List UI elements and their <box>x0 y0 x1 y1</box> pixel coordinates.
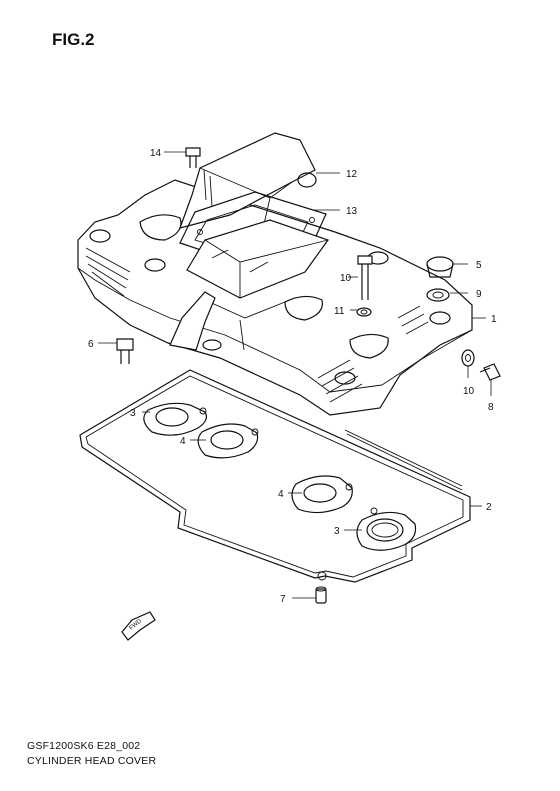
breather-cover <box>179 132 317 229</box>
washer-10-lower <box>461 349 475 367</box>
callout-7: 9 <box>476 289 482 300</box>
callout-5: 5 <box>476 260 482 271</box>
cover-bolt-seal-5 <box>426 256 454 278</box>
callout-12: 12 <box>346 169 358 180</box>
breather-cover-bolt-14 <box>185 147 201 168</box>
callout-10-upper: 11 <box>334 306 345 317</box>
cover-bolt-6 <box>116 338 134 364</box>
callout-3-lower: 3 <box>334 526 340 537</box>
union-bolt-9 <box>479 363 501 381</box>
fwd-arrow-icon: FWD <box>121 611 156 641</box>
cover-bolt-washer-7 <box>426 288 450 302</box>
breather-plate <box>186 219 329 299</box>
cover-bolt-8 <box>357 255 373 300</box>
plug-seal-4-lower <box>291 475 353 514</box>
callout-6: 6 <box>88 339 94 350</box>
callout-11: 7 <box>280 594 286 605</box>
callout-1: 1 <box>491 314 497 325</box>
callout-4-upper: 4 <box>180 436 186 447</box>
plug-seal-3-lower <box>356 507 417 551</box>
callout-2: 2 <box>486 502 492 513</box>
callout-8: 10 <box>340 273 352 284</box>
callout-9: 8 <box>488 402 494 413</box>
figure-name: CYLINDER HEAD COVER <box>27 755 157 767</box>
callout-3-upper: 3 <box>130 408 136 419</box>
figure-code: GSF1200SK6 E28_002 <box>27 740 141 752</box>
callout-10-lower: 10 <box>463 386 475 397</box>
cover-gasket <box>79 369 471 583</box>
leader-lines <box>98 151 492 599</box>
callout-4-lower: 4 <box>278 489 284 500</box>
callout-14: 14 <box>150 148 162 159</box>
plug-seal-3-upper <box>143 402 208 436</box>
plug-seal-4-upper <box>197 423 259 459</box>
cylinder-head-cover <box>77 179 473 416</box>
dowel-pin-11 <box>315 586 327 604</box>
callouts: 14 12 13 10 5 9 11 1 6 10 8 3 4 4 2 3 7 <box>88 148 497 605</box>
washer-10-upper <box>356 307 372 317</box>
callout-13: 13 <box>346 206 358 217</box>
figure-title: FIG.2 <box>52 30 95 49</box>
